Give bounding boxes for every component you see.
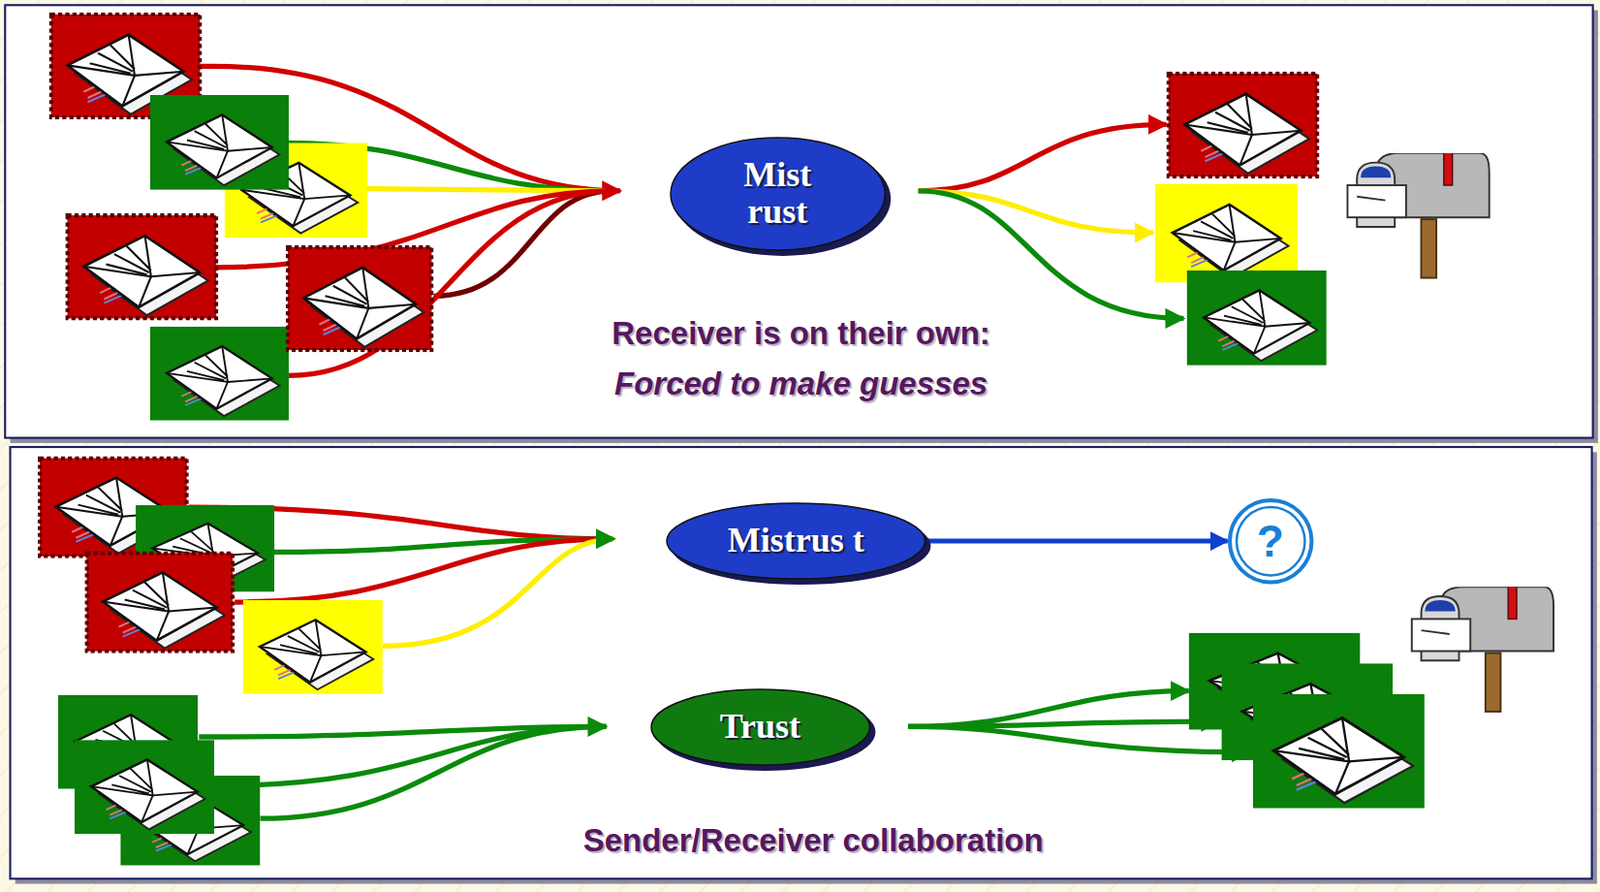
caption-text: Sender/Receiver collaboration: [583, 821, 1044, 859]
question-circle: ?: [1227, 498, 1314, 584]
ellipse-fill: [666, 502, 925, 579]
top-panel: [4, 4, 1593, 438]
mailbox: [1411, 565, 1554, 712]
envelope: [86, 552, 233, 651]
mailbox: [1347, 131, 1489, 278]
envelope: [243, 599, 383, 694]
envelope: [1155, 183, 1298, 283]
node-text: Mistrus t: [727, 522, 865, 560]
connector-arrow: [926, 538, 1228, 544]
envelope: [1168, 73, 1318, 177]
node-text: Trust: [720, 708, 801, 746]
circle-ring: [1236, 506, 1305, 575]
circle-ring: [1229, 500, 1312, 582]
node-text: Mist rust: [723, 156, 831, 231]
ellipse-fill: [670, 137, 885, 251]
trust-ellipse: Trust: [650, 688, 871, 766]
mistrust-ellipse: Mistrus t: [665, 501, 926, 580]
node-text: ?: [1256, 517, 1285, 565]
bottom-panel: [10, 446, 1593, 879]
envelope: [66, 215, 217, 318]
envelopes: [39, 458, 1425, 866]
envelope: [287, 247, 433, 350]
envelope: [1187, 270, 1327, 366]
ellipse-fill: [651, 689, 870, 765]
envelope: [150, 326, 289, 421]
caption-text: Receiver is on their own:: [611, 314, 991, 352]
output-flows: [918, 124, 1185, 318]
envelope: [150, 94, 289, 190]
mistrust-ellipse: Mist rust: [669, 136, 886, 251]
envelope: [1253, 693, 1425, 809]
envelopes: [51, 14, 1327, 421]
envelope: [74, 739, 215, 834]
caption-text: Forced to make guesses: [614, 365, 988, 403]
